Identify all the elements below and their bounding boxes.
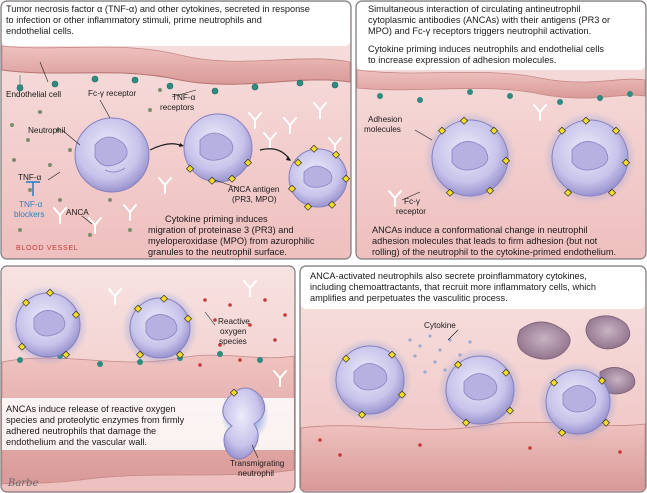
label-fc-receptor: Fc-γ receptor [88, 89, 136, 98]
svg-text:Tumor necrosis factor α (TNF-α: Tumor necrosis factor α (TNF-α) and othe… [6, 4, 310, 36]
panel-4: ANCA-activated neutrophils also secrete … [299, 265, 647, 493]
p2-text-line-1: Simultaneous interaction of circulating … [368, 4, 580, 14]
p3-text-line-2: species and proteolytic enzymes from fir… [6, 415, 185, 425]
p2-text2-line-2: to increase expression of adhesion molec… [368, 55, 556, 65]
p2-text2-line-1: Cytokine priming induces neutrophils and… [368, 44, 604, 54]
p1-text2-line-4: granules to the neutrophil surface. [148, 247, 287, 257]
label-transmigrating-1: Transmigrating [230, 459, 285, 468]
artist-signature: Barbe [7, 478, 38, 489]
p2-text3-line-3: rolling) of the neutrophil to the cytoki… [372, 247, 616, 257]
p4-text-line-3: amplifies and perpetuates the vasculitic… [310, 293, 508, 303]
label-anca-antigen-2: (PR3, MPO) [232, 195, 277, 204]
label-blood-vessel: BLOOD VESSEL [16, 243, 78, 252]
label-tnf: TNF-α [18, 173, 42, 182]
label-endothelial-cell: Endothelial cell [6, 90, 61, 99]
label-anca-antigen-1: ANCA antigen [228, 185, 280, 194]
svg-text:ANCA-activated neutrophils als: ANCA-activated neutrophils also secrete … [310, 271, 596, 303]
p2-text3-line-1: ANCAs induce a conformational change in … [372, 225, 588, 235]
svg-text:Cytokine priming induces neutr: Cytokine priming induces neutrophils and… [368, 44, 604, 65]
panel-2: Simultaneous interaction of circulating … [355, 0, 647, 260]
label-ros-3: species [219, 337, 247, 346]
label-tnf-blockers-1: TNF-α [19, 200, 43, 209]
label-cytokine: Cytokine [424, 321, 456, 330]
svg-text:Simultaneous interaction of ci: Simultaneous interaction of circulating … [368, 4, 610, 36]
p3-text-line-1: ANCAs induce release of reactive oxygen [6, 404, 176, 414]
p3-text-line-3: adhered neutrophils that damage the [6, 426, 156, 436]
p2-text-line-2: cytoplasmic antibodies (ANCAs) with thei… [368, 15, 610, 25]
svg-text:ANCAs induce release of reacti: ANCAs induce release of reactive oxygens… [6, 404, 185, 447]
p1-text-line-1: Tumor necrosis factor α (TNF-α) and othe… [6, 4, 310, 14]
label-fc-2: receptor [396, 207, 426, 216]
label-tnf-receptors-2: receptors [160, 103, 194, 112]
p2-text3-line-2: adhesion molecules that leads to firm ad… [372, 236, 598, 246]
panel-1: Tumor necrosis factor α (TNF-α) and othe… [0, 0, 352, 260]
label-tnf-blockers-2: blockers [14, 210, 45, 219]
p1-text-line-2: to infection or other inflammatory stimu… [6, 15, 262, 25]
label-ros-2: oxygen [220, 327, 247, 336]
p4-text-line-1: ANCA-activated neutrophils also secrete … [310, 271, 587, 281]
svg-text:ANCAs induce a conformational: ANCAs induce a conformational change in … [372, 225, 616, 257]
label-tnf-receptors-1: TNF-α [172, 93, 196, 102]
label-adhesion-1: Adhesion [368, 115, 403, 124]
p1-text2-line-3: myeloperoxidase (MPO) from azurophilic [148, 236, 315, 246]
label-fc-1: Fc-γ [404, 197, 421, 206]
p2-text-line-3: MPO) and Fc-γ receptors triggers neutrop… [368, 26, 591, 36]
label-transmigrating-2: neutrophil [238, 469, 274, 478]
p3-text-line-4: endothelium and the vascular wall. [6, 437, 147, 447]
p1-text2-line-1: Cytokine priming induces [165, 214, 268, 224]
p4-text-line-2: including chemoattractants, that recruit… [310, 282, 596, 292]
label-neutrophil: Neutrophil [28, 126, 66, 135]
p1-text2-line-2: migration of proteinase 3 (PR3) and [148, 225, 294, 235]
p1-text-line-3: endothelial cells. [6, 26, 74, 36]
label-adhesion-2: molecules [364, 125, 401, 134]
label-ros-1: Reactive [218, 317, 250, 326]
label-anca: ANCA [66, 208, 89, 217]
